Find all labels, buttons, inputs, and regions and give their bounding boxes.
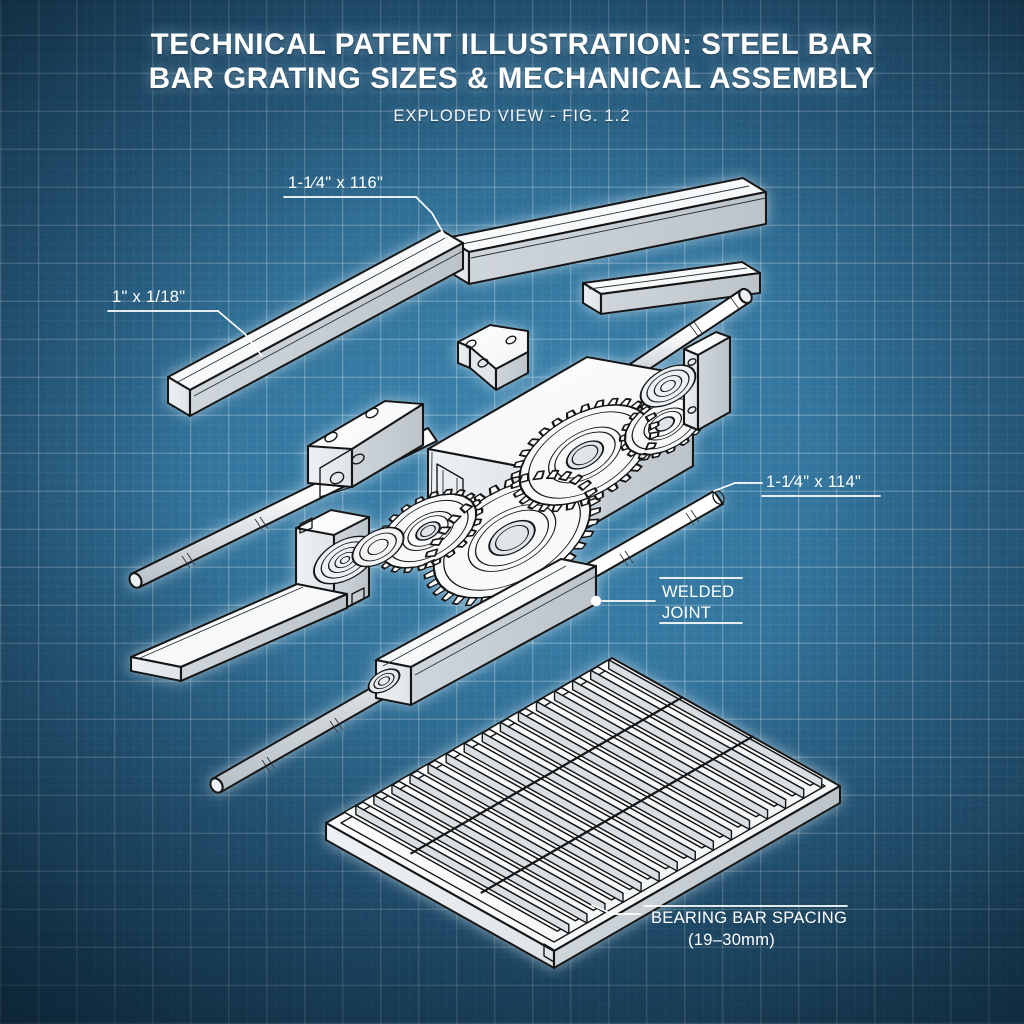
annotation-bearing-bar-spacing-line-2: (19–30mm) bbox=[688, 931, 775, 949]
annotation-bearing-bar-spacing-line-1: BEARING BAR SPACING bbox=[651, 909, 847, 927]
part-flat-plate bbox=[129, 582, 349, 683]
part-bar-grating-panel bbox=[324, 656, 842, 970]
part-l-bracket bbox=[456, 323, 530, 392]
part-cross-bar-short bbox=[581, 260, 762, 316]
annotation-welded-joint-line-1: WELDED bbox=[662, 583, 734, 601]
annotation-welded-joint-line-2: JOINT bbox=[662, 604, 711, 622]
part-cross-bar-long bbox=[166, 228, 465, 418]
annotation-bearing-bar-spacing: BEARING BAR SPACING (19–30mm) bbox=[591, 904, 848, 949]
annotation-bearing-bar-116-text: 1-1⁄4" x 116" bbox=[288, 174, 383, 192]
annotation-bearing-bar-116: 1-1⁄4" x 116" bbox=[283, 174, 447, 239]
annotation-bearing-bar-114: 1-1⁄4" x 114" bbox=[713, 473, 881, 497]
welded-joint-marker bbox=[590, 595, 602, 607]
annotation-cross-bar-1x118-text: 1" x 1/18" bbox=[112, 288, 185, 306]
parts-group bbox=[128, 176, 842, 970]
grating-bearing-bars bbox=[343, 659, 823, 935]
part-square-tube bbox=[367, 557, 598, 707]
annotation-welded-joint: WELDED JOINT bbox=[590, 577, 743, 624]
part-pillow-block-bearing bbox=[306, 399, 425, 498]
annotation-layer: 1-1⁄4" x 116" 1" x 1/18" 1-1⁄4" x 114" W… bbox=[107, 174, 881, 949]
annotation-cross-bar-1x118: 1" x 1/18" bbox=[107, 288, 263, 357]
part-flange-plate-right bbox=[639, 330, 732, 432]
annotation-bearing-bar-114-text: 1-1⁄4" x 114" bbox=[766, 473, 861, 491]
